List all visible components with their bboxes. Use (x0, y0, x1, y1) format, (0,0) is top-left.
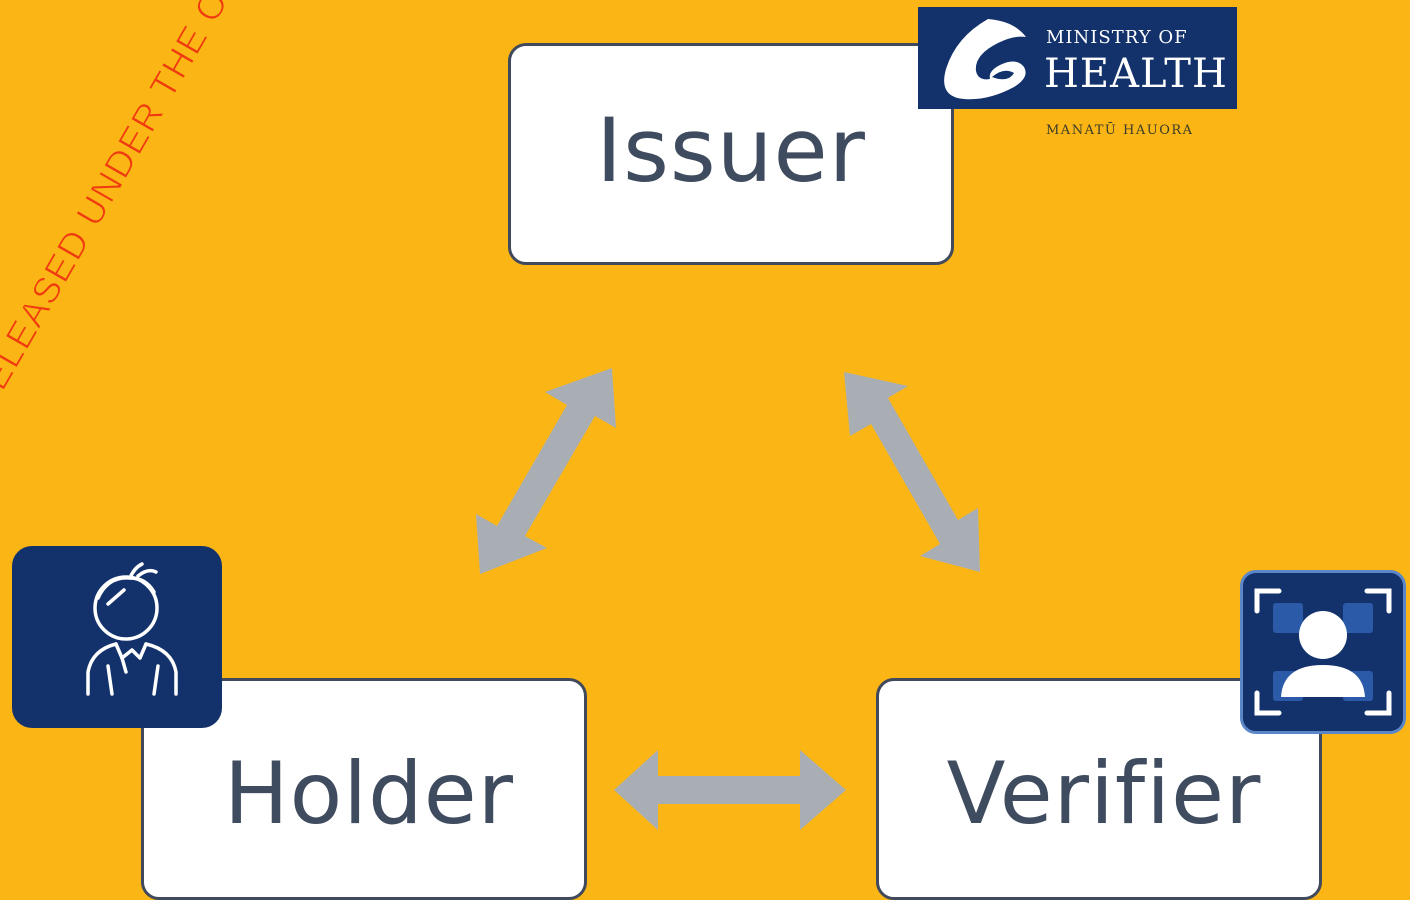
face-scan-icon (1254, 588, 1392, 716)
ministry-of-health-logo: MINISTRY OF HEALTH (918, 7, 1237, 109)
arrow-holder-verifier (614, 750, 846, 830)
holder-label: Holder (223, 744, 515, 844)
verifier-badge (1240, 570, 1406, 734)
logo-mark-icon (944, 19, 1026, 100)
logo-subtitle: MANATŪ HAUORA (1046, 123, 1194, 138)
issuer-node: Issuer (508, 43, 954, 265)
arrow-issuer-holder (476, 368, 616, 574)
holder-badge (12, 546, 222, 728)
logo-line2: HEALTH (1044, 51, 1228, 97)
verifier-label: Verifier (946, 744, 1262, 844)
logo-line1: MINISTRY OF (1046, 27, 1188, 48)
person-icon (86, 562, 178, 696)
issuer-label: Issuer (596, 98, 866, 202)
arrow-issuer-verifier (844, 372, 980, 572)
